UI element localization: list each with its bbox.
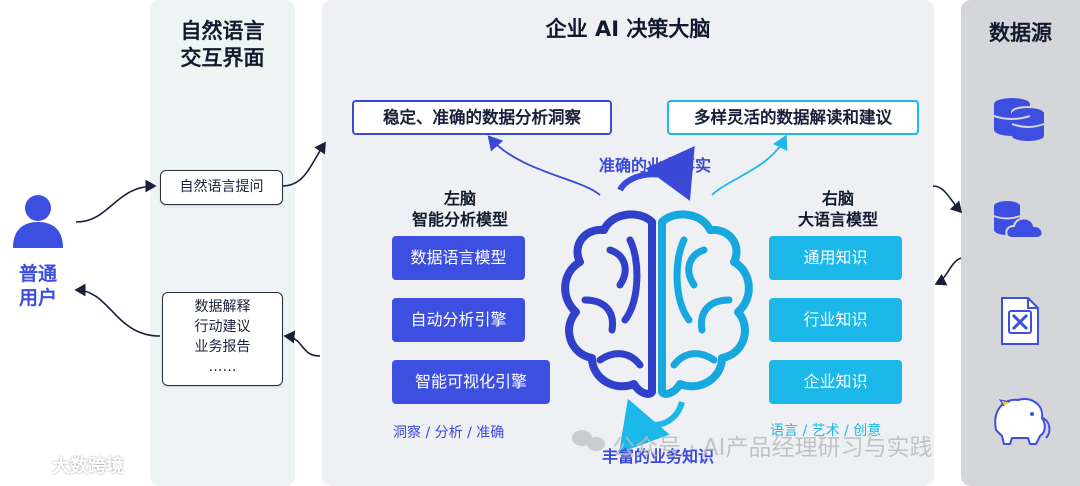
- bottom-caption: 丰富的业务知识: [601, 447, 714, 466]
- cloud-database-icon: [993, 201, 1044, 239]
- hadoop-elephant-icon: [994, 398, 1051, 445]
- right-insight-arrow: [711, 134, 788, 196]
- answer-line: 行动建议: [194, 319, 251, 335]
- left-head-line1: 左脑: [443, 189, 476, 208]
- brain-to-answer-arrow: [283, 330, 321, 357]
- left-insight-arrow: [487, 135, 601, 196]
- question-box: 自然语言提问: [160, 170, 283, 205]
- user-label-line2: 用户: [18, 287, 57, 309]
- left-item-auto-analysis-engine: 自动分析引擎: [392, 298, 525, 342]
- left-output-tag: 稳定、准确的数据分析洞察: [352, 100, 612, 135]
- data-source-title: 数据源: [989, 21, 1052, 45]
- database-icon: [993, 98, 1045, 141]
- right-brain-heading: 右脑 大语言模型: [758, 188, 918, 230]
- top-caption: 准确的业务事实: [598, 156, 711, 175]
- answer-to-user-arrow: [74, 283, 161, 337]
- nl-interface-panel: [150, 0, 295, 486]
- brain-panel-title: 企业 AI 决策大脑: [545, 17, 711, 41]
- left-head-line2: 智能分析模型: [411, 210, 508, 229]
- logo-watermark: 大数跨境: [52, 456, 124, 477]
- wechat-watermark: 公众号 · AI产品经理研习与实践: [612, 435, 933, 461]
- excel-file-icon: [1001, 297, 1039, 345]
- nl-title-line2: 交互界面: [180, 46, 265, 70]
- answer-line: 业务报告: [194, 339, 251, 355]
- left-item-visualization-engine: 智能可视化引擎: [392, 360, 550, 404]
- wechat-icon: [572, 430, 605, 451]
- left-brain-heading: 左脑 智能分析模型: [380, 188, 540, 230]
- user-to-question-arrow: [75, 179, 157, 223]
- nl-title-line1: 自然语言: [180, 19, 265, 43]
- bottom-cycle-arrow: [618, 398, 685, 454]
- right-item-enterprise-knowledge: 企业知识: [769, 360, 902, 404]
- user-icon: [13, 195, 63, 248]
- left-note: 洞察 / 分析 / 准确: [393, 425, 505, 441]
- brain-to-source-arrow: [932, 185, 963, 214]
- right-item-general-knowledge: 通用知识: [769, 236, 902, 280]
- right-head-line1: 右脑: [821, 189, 854, 208]
- nl-panel-title: 自然语言 交互界面: [150, 18, 295, 72]
- right-head-line2: 大语言模型: [797, 210, 878, 229]
- left-item-data-language-model: 数据语言模型: [392, 236, 525, 280]
- user-label-line1: 普通: [18, 263, 57, 285]
- question-to-brain-arrow: [281, 141, 326, 187]
- right-item-industry-knowledge: 行业知识: [769, 298, 902, 342]
- answer-line: ……: [208, 359, 237, 375]
- logo-mark-icon: [11, 455, 45, 473]
- user-label: 普通 用户: [10, 262, 66, 310]
- top-cycle-arrow: [617, 146, 695, 201]
- brain-icon: [561, 210, 753, 398]
- right-output-tag: 多样灵活的数据解读和建议: [667, 100, 919, 135]
- right-note: 语言 / 艺术 / 创意: [770, 423, 882, 439]
- answer-box: 数据解释 行动建议 业务报告 ……: [162, 292, 283, 386]
- source-to-brain-arrow: [934, 257, 962, 286]
- answer-line: 数据解释: [194, 299, 251, 315]
